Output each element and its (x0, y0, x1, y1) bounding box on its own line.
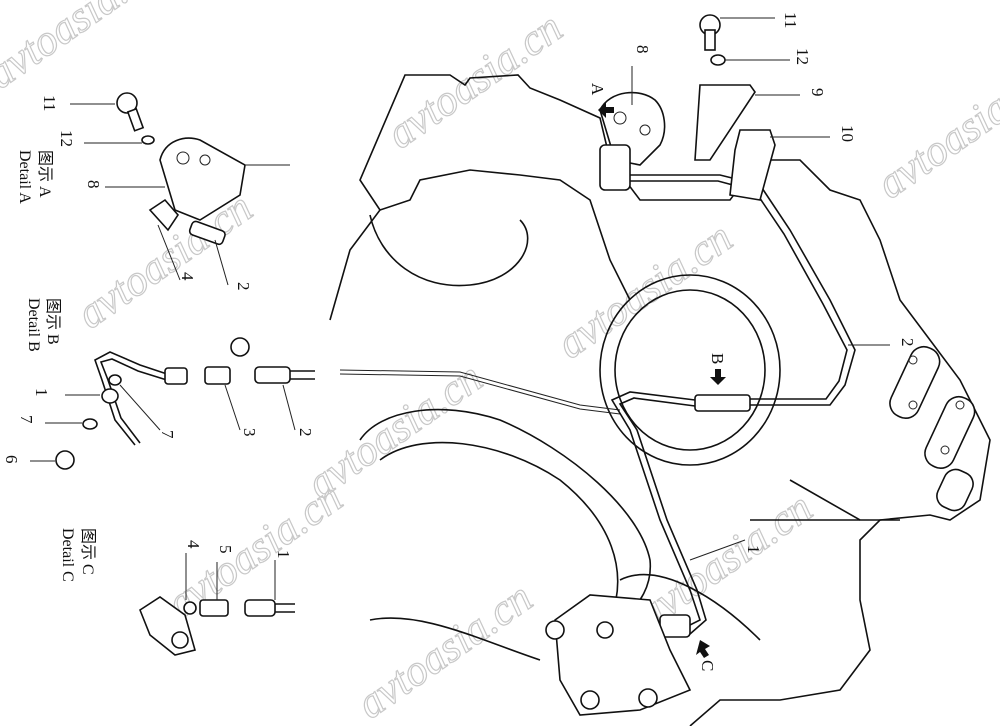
main-callouts: 11 12 8 9 10 2 1 (631, 12, 917, 561)
detail-a-callout-12: 12 (57, 130, 76, 147)
watermark: avtoasia.cn (378, 2, 571, 158)
view-marker-a: A (588, 83, 607, 96)
detail-b: 1 7 6 7 3 2 图示 B Detail B (2, 298, 315, 470)
detail-a: 11 12 8 4 2 图示 A Detail A (16, 92, 290, 291)
detail-a-callout-4: 4 (178, 272, 197, 281)
callout-2: 2 (898, 338, 917, 347)
watermark: avtoasia.cn (348, 572, 541, 726)
callout-10: 10 (838, 125, 857, 142)
callout-11: 11 (781, 12, 800, 28)
detail-b-callout-2: 2 (296, 428, 315, 437)
watermark: avtoasia.cn (868, 52, 1000, 208)
fitting-block (599, 144, 631, 191)
callout-9: 9 (808, 88, 827, 97)
detail-b-callout-7b: 7 (158, 430, 177, 439)
detail-c-callout-4: 4 (184, 540, 203, 549)
part-12-washer (710, 54, 726, 66)
part-10 (729, 129, 776, 201)
watermark: avtoasia.cn (0, 0, 171, 98)
pipe-fitting-b (694, 394, 751, 412)
detail-b-caption-en: Detail B (25, 298, 42, 352)
callout-8: 8 (633, 45, 652, 54)
watermark: avtoasia.cn (548, 212, 741, 368)
pipe-fitting-c (659, 614, 691, 638)
detail-a-caption-en: Detail A (16, 150, 33, 204)
detail-c-caption-cn: 图示 C (79, 528, 96, 575)
detail-c: 4 5 1 图示 C Detail C (59, 528, 295, 656)
main-filter-assembly (599, 14, 776, 201)
view-marker-c: C (698, 660, 717, 671)
callout-1: 1 (744, 545, 763, 554)
detail-c-callout-5: 5 (216, 545, 235, 554)
detail-a-callout-2: 2 (234, 282, 253, 291)
detail-c-caption-en: Detail C (59, 528, 76, 582)
view-markers: A B C (588, 83, 727, 671)
detail-b-callout-3: 3 (240, 428, 259, 437)
detail-a-caption-cn: 图示 A (36, 150, 53, 198)
detail-b-callout-6: 6 (2, 455, 21, 464)
detail-a-callout-8: 8 (84, 180, 103, 189)
side-brackets (889, 345, 976, 512)
detail-b-callout-1: 1 (32, 388, 51, 397)
pump-block (545, 594, 692, 716)
detail-c-callout-1: 1 (274, 550, 293, 559)
callout-12: 12 (793, 48, 812, 65)
arrow-a-icon (598, 102, 614, 118)
detail-b-callout-7: 7 (17, 415, 36, 424)
detail-b-caption-cn: 图示 B (44, 298, 61, 345)
part-9-bracket (694, 84, 756, 161)
view-marker-b: B (708, 353, 727, 364)
arrow-c-icon (696, 640, 710, 658)
detail-a-callout-11: 11 (40, 95, 59, 111)
arrow-b-icon (710, 369, 726, 385)
